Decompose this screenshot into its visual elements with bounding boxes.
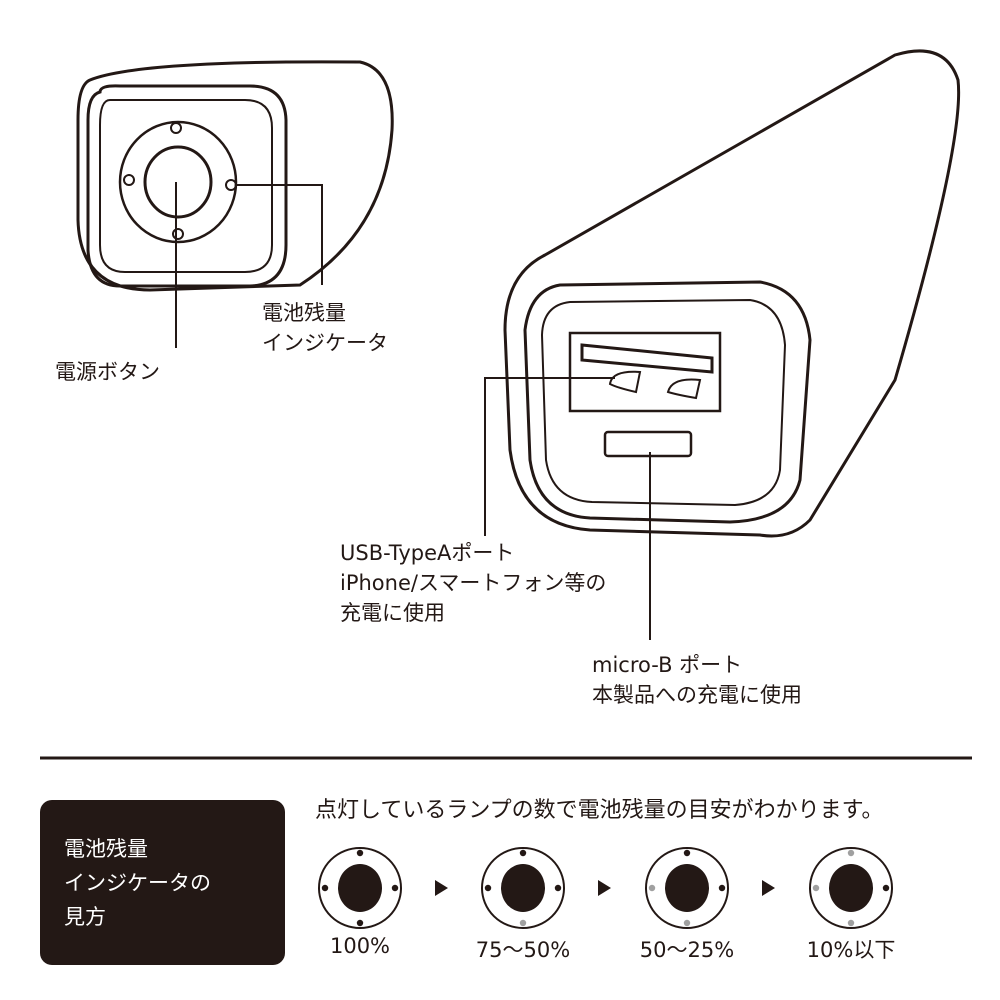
micro-b-label-1: micro-B ポート (592, 653, 743, 677)
lamp-left-on (321, 884, 329, 892)
level-label-75-50: 75〜50% (475, 938, 571, 962)
power-button-mark (338, 864, 382, 912)
guide-title-3: 見方 (64, 905, 106, 929)
level-label-50-25: 50〜25% (639, 938, 735, 962)
guide-heading: 点灯しているランプの数で電池残量の目安がわかります。 (315, 798, 884, 823)
usb-a-label-2: iPhone/スマートフォン等の (340, 571, 607, 595)
lamp-top-on (519, 849, 527, 857)
lamp-left-on (484, 884, 492, 892)
power-bank-end-view (76, 60, 394, 292)
level-label-10: 10%以下 (806, 938, 896, 962)
leader-lines-right (484, 377, 651, 640)
arrow-right-icon (435, 880, 448, 896)
lamp-left-off (812, 884, 820, 892)
micro-b-port (603, 430, 693, 458)
lamp-bottom-on (356, 919, 364, 927)
level-label-100: 100% (329, 934, 391, 958)
lamp-top-on (356, 849, 364, 857)
lamp-left-off (648, 884, 656, 892)
guide-title-1: 電池残量 (64, 837, 148, 861)
lamp-top-on (683, 849, 691, 857)
lamp-bottom-off (847, 919, 855, 927)
battery-indicator-label-1: 電池残量 (262, 301, 346, 325)
lamp-right-on (554, 884, 562, 892)
indicator-diagrams (318, 847, 893, 929)
micro-b-label-2: 本製品への充電に使用 (592, 683, 802, 707)
power-button-mark (501, 864, 545, 912)
lamp-right-on (391, 884, 399, 892)
usb-a-port (568, 331, 722, 413)
leader-lines-left (175, 182, 323, 348)
usb-a-label-3: 充電に使用 (340, 601, 445, 625)
lamp-bottom-off (519, 919, 527, 927)
guide-title-2: インジケータの (64, 871, 211, 895)
lamp-right-on (718, 884, 726, 892)
battery-indicator-label-2: インジケータ (262, 331, 388, 355)
power-button-mark (665, 864, 709, 912)
arrow-right-icon (762, 880, 775, 896)
guide-title-box: 電池残量 インジケータの 見方 (40, 800, 285, 965)
lamp-right-on (882, 884, 890, 892)
lamp-bottom-off (683, 919, 691, 927)
power-bank-port-view (503, 49, 961, 538)
lamp-top-off (847, 849, 855, 857)
power-button-mark (829, 864, 873, 912)
usb-a-label-1: USB-TypeAポート (340, 541, 515, 565)
power-button-label: 電源ボタン (55, 360, 160, 384)
arrow-right-icon (598, 880, 611, 896)
